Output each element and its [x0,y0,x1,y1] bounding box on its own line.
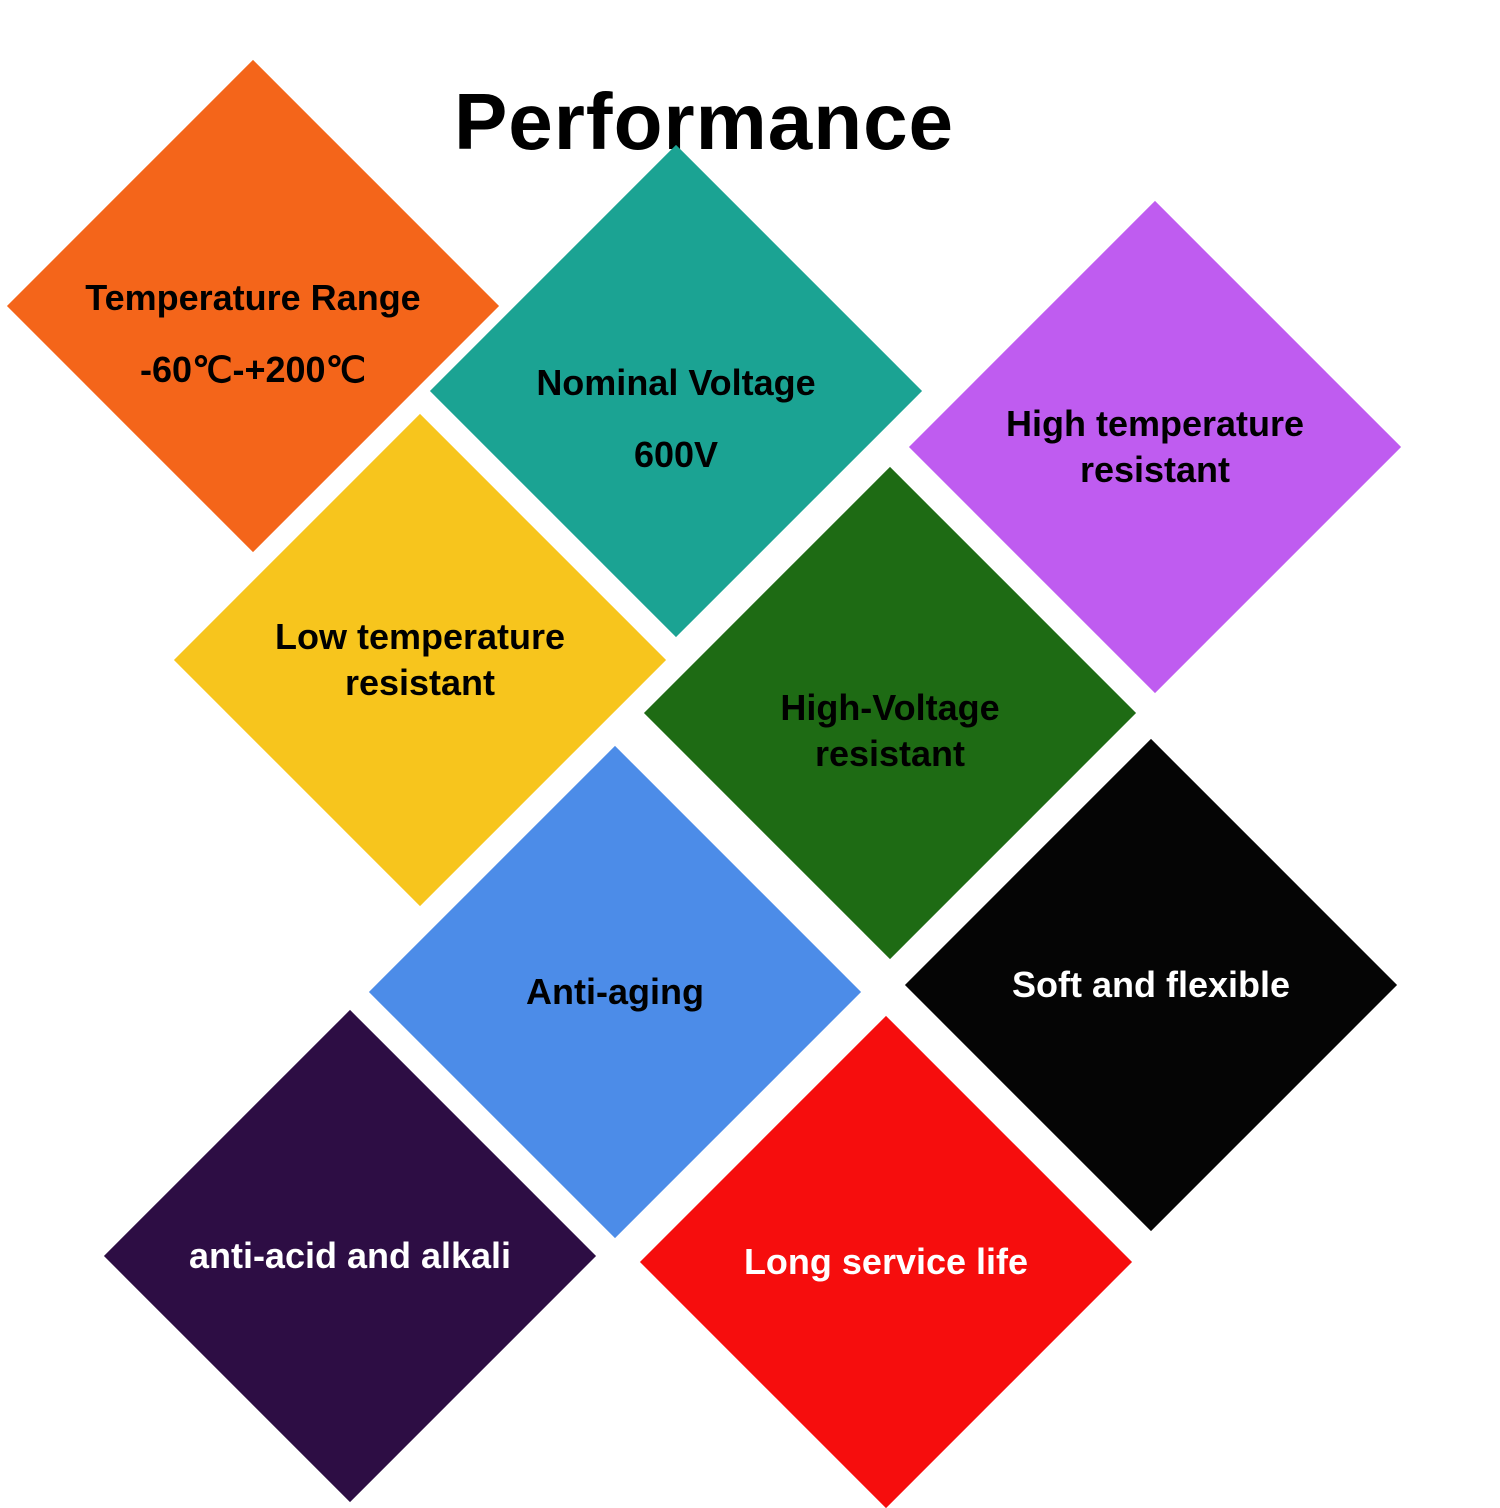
feature-low-temperature-resistant: Low temperature resistant [173,413,667,907]
feature-title: Low temperature resistant [274,616,566,703]
feature-label: Nominal Voltage 600V [536,360,815,478]
feature-title: Nominal Voltage [536,362,816,403]
feature-label: Anti-aging [526,969,704,1015]
feature-label: High-Voltage resistant [704,685,1076,777]
feature-title: Long service life [743,1241,1029,1282]
feature-label: Low temperature resistant [234,614,606,706]
feature-high-voltage-resistant: High-Voltage resistant [643,466,1137,960]
feature-anti-aging: Anti-aging [368,745,862,1239]
feature-title: Temperature Range [85,277,421,318]
feature-long-service-life: Long service life [639,1015,1133,1508]
feature-value: 600V [633,434,719,475]
page-title: Performance [453,76,955,166]
feature-label: High temperature resistant [969,401,1341,493]
feature-title: Anti-aging [526,971,704,1012]
feature-title: High-Voltage resistant [780,687,1000,774]
feature-label: Soft and flexible [1012,962,1290,1008]
feature-title: High temperature resistant [1005,403,1305,490]
feature-anti-acid-and-alkali: anti-acid and alkali [103,1009,597,1503]
feature-title: anti-acid and alkali [188,1235,512,1276]
feature-high-temperature-resistant: High temperature resistant [908,200,1402,694]
feature-soft-and-flexible: Soft and flexible [904,738,1398,1232]
feature-temperature-range: Temperature Range -60℃-+200℃ [6,59,500,553]
feature-value: -60℃-+200℃ [140,349,366,390]
feature-label: anti-acid and alkali [189,1233,511,1279]
feature-label: Temperature Range -60℃-+200℃ [85,275,420,393]
feature-nominal-voltage: Nominal Voltage 600V [429,144,923,638]
feature-label: Long service life [744,1239,1028,1285]
feature-title: Soft and flexible [1011,964,1291,1005]
